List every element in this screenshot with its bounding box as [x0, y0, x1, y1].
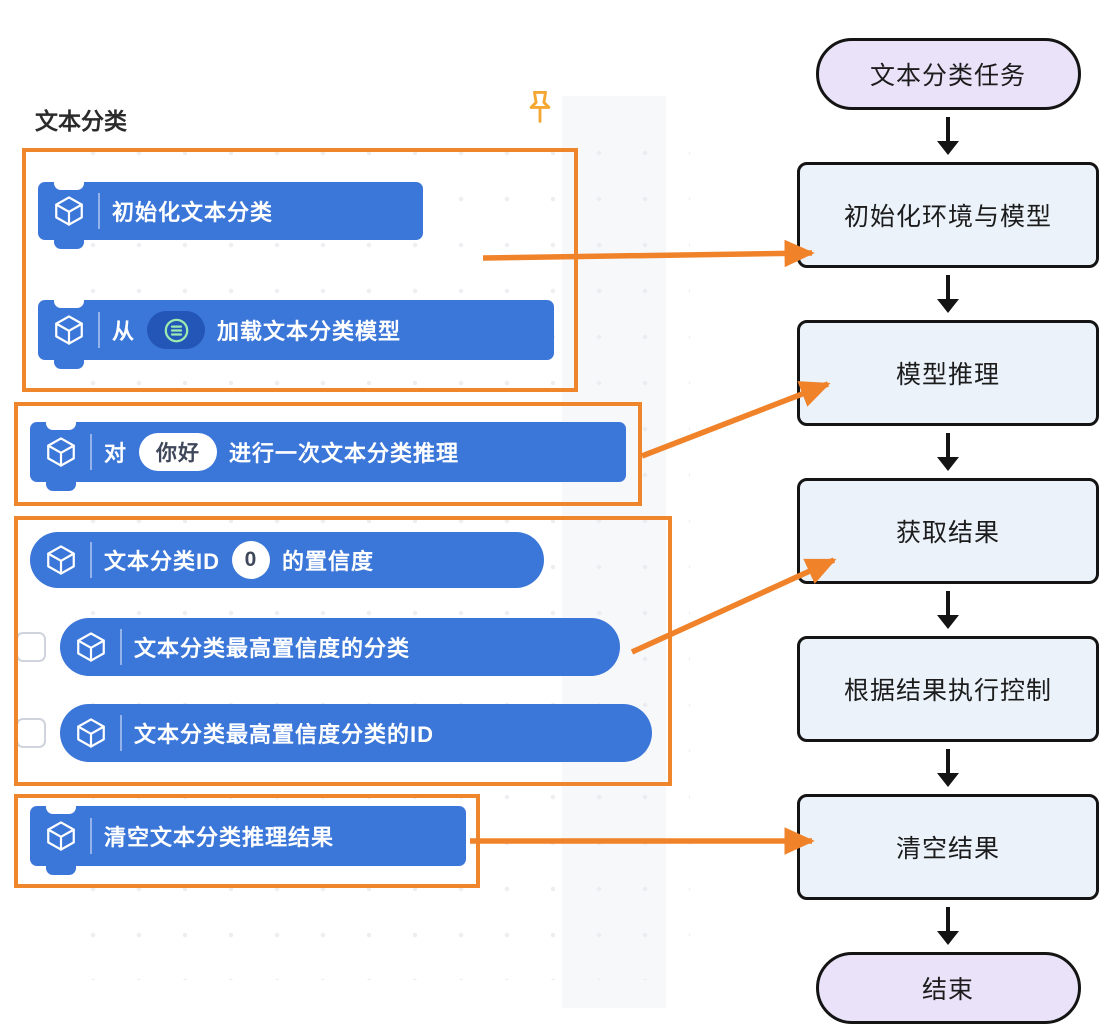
- flow-node-init: 初始化环境与模型: [797, 162, 1099, 268]
- down-arrow: [937, 433, 959, 471]
- model-dropdown[interactable]: [147, 311, 206, 349]
- block-label-prefix: 文本分类ID: [104, 549, 221, 574]
- flow-node-label: 获取结果: [895, 519, 1000, 547]
- block-label: 初始化文本分类: [112, 200, 274, 225]
- icon-divider: [98, 193, 100, 229]
- palette-title: 文本分类: [35, 108, 127, 134]
- flow-node-end: 结束: [815, 952, 1081, 1024]
- model-list-icon: [164, 318, 188, 342]
- block-label-suffix: 的置信度: [282, 549, 375, 574]
- flow-node-control: 根据结果执行控制: [797, 636, 1099, 742]
- cube-icon: [52, 194, 86, 228]
- cube-icon: [44, 543, 78, 577]
- cube-icon: [52, 313, 86, 347]
- highlight-group-results: [14, 516, 672, 786]
- down-arrow: [937, 907, 959, 945]
- block-label: 清空文本分类推理结果: [104, 825, 335, 850]
- block-label-suffix: 进行一次文本分类推理: [229, 441, 460, 466]
- cube-icon: [44, 819, 78, 853]
- cube-icon: [44, 435, 78, 469]
- highlight-group-clear: [14, 794, 480, 888]
- icon-divider: [120, 629, 122, 665]
- block-init-text-classification[interactable]: 初始化文本分类: [38, 181, 423, 249]
- text-input[interactable]: 你好: [139, 433, 218, 471]
- flowchart: 文本分类任务 初始化环境与模型 模型推理 获取结果 根据结果执行控制 清空结果 …: [797, 38, 1099, 1024]
- highlight-group-inference: [14, 402, 642, 506]
- block-label: 文本分类最高置信度的分类: [134, 636, 411, 661]
- flow-node-label: 结束: [921, 976, 974, 1004]
- checkbox-top-confidence-class-id[interactable]: [16, 718, 46, 748]
- block-top-confidence-class[interactable]: 文本分类最高置信度的分类: [60, 618, 620, 676]
- flow-node-label: 模型推理: [895, 361, 1000, 389]
- flow-node-label: 初始化环境与模型: [843, 203, 1052, 231]
- flow-node-task: 文本分类任务: [815, 38, 1081, 110]
- flow-node-label: 根据结果执行控制: [843, 677, 1052, 705]
- highlight-group-init: [22, 148, 578, 392]
- flow-node-inference: 模型推理: [797, 320, 1099, 426]
- icon-divider: [98, 312, 100, 348]
- block-label-prefix: 对: [104, 441, 128, 466]
- block-label-suffix: 加载文本分类模型: [217, 319, 402, 344]
- cube-icon: [74, 716, 108, 750]
- block-label: 文本分类最高置信度分类的ID: [134, 722, 435, 747]
- down-arrow: [937, 117, 959, 155]
- block-label-prefix: 从: [112, 319, 136, 344]
- id-input[interactable]: 0: [232, 541, 271, 579]
- block-run-inference[interactable]: 对 你好 进行一次文本分类推理: [30, 421, 626, 491]
- block-confidence-by-id[interactable]: 文本分类ID 0 的置信度: [30, 532, 544, 588]
- down-arrow: [937, 275, 959, 313]
- cube-icon: [74, 630, 108, 664]
- icon-divider: [90, 542, 92, 578]
- flow-node-get-results: 获取结果: [797, 478, 1099, 584]
- block-top-confidence-class-id[interactable]: 文本分类最高置信度分类的ID: [60, 704, 652, 762]
- flow-node-clear: 清空结果: [797, 794, 1099, 900]
- flow-node-label: 文本分类任务: [869, 62, 1026, 90]
- down-arrow: [937, 591, 959, 629]
- down-arrow: [937, 749, 959, 787]
- pin-icon[interactable]: [520, 88, 560, 128]
- block-clear-results[interactable]: 清空文本分类推理结果: [30, 805, 466, 875]
- icon-divider: [90, 434, 92, 470]
- icon-divider: [120, 715, 122, 751]
- block-load-model[interactable]: 从 加载文本分类模型: [38, 299, 554, 369]
- flow-node-label: 清空结果: [895, 835, 1000, 863]
- icon-divider: [90, 818, 92, 854]
